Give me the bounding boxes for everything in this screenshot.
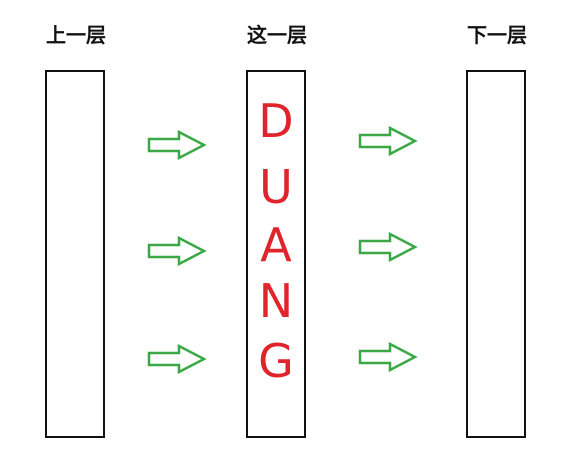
letter-a: A [260, 218, 292, 272]
letter-u: U [259, 160, 293, 214]
current-layer-box: D U A N G [246, 70, 306, 438]
right-arrow-icon [358, 232, 418, 262]
right-arrow-icon [147, 130, 207, 160]
current-layer-label: 这一层 [247, 23, 307, 47]
upper-layer-box [45, 70, 105, 438]
right-arrow-icon [358, 342, 418, 372]
lower-layer-label: 下一层 [467, 23, 527, 47]
letter-n: N [258, 274, 294, 328]
upper-layer-label: 上一层 [46, 23, 106, 47]
letter-g: G [258, 334, 294, 388]
right-arrow-icon [358, 126, 418, 156]
right-arrow-icon [147, 344, 207, 374]
lower-layer-box [466, 70, 526, 438]
right-arrow-icon [147, 236, 207, 266]
letter-d: D [258, 94, 294, 148]
